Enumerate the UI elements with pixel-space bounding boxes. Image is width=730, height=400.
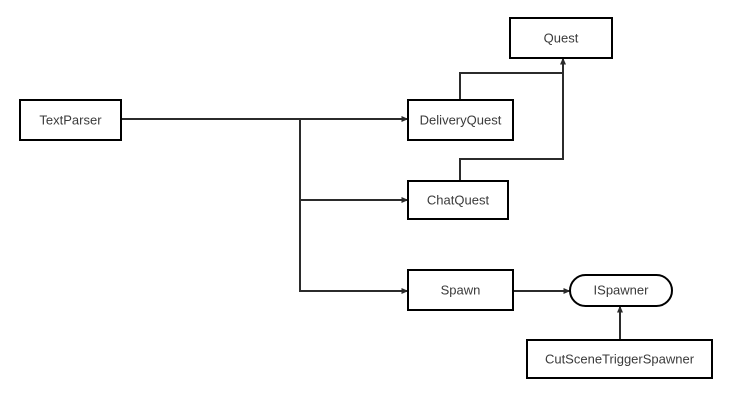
node-spawn-box[interactable] [407,269,514,311]
node-cutscene-trigger-spawner[interactable]: CutSceneTriggerSpawner [526,339,713,379]
node-quest[interactable]: Quest [509,17,613,59]
node-chat-quest[interactable]: ChatQuest [407,180,509,220]
edge-layer [121,57,624,340]
node-ispawner-shape[interactable] [569,274,673,307]
node-cutscene-trigger-spawner-label: CutSceneTriggerSpawner [545,351,695,366]
node-delivery-quest[interactable]: DeliveryQuest [407,99,514,141]
node-layer: TextParser Quest DeliveryQuest ChatQuest… [19,17,713,379]
node-quest-label: Quest [544,30,579,45]
node-cutscene-trigger-spawner-box[interactable] [526,339,713,379]
edge-textparser-chatquest [299,119,409,204]
edge-deliveryquest-quest [459,57,567,100]
node-chat-quest-label: ChatQuest [427,192,490,207]
node-ispawner-label: ISpawner [594,282,650,297]
edge-chatquest-quest [459,73,564,181]
node-text-parser-label: TextParser [39,112,102,127]
node-delivery-quest-box[interactable] [407,99,514,141]
node-ispawner[interactable]: ISpawner [569,274,673,307]
node-chat-quest-box[interactable] [407,180,509,220]
node-spawn-label: Spawn [441,282,481,297]
node-delivery-quest-label: DeliveryQuest [420,112,502,127]
node-spawn[interactable]: Spawn [407,269,514,311]
node-quest-box[interactable] [509,17,613,59]
node-text-parser-box[interactable] [19,99,122,141]
node-text-parser[interactable]: TextParser [19,99,122,141]
edge-textparser-spawn [299,200,409,295]
